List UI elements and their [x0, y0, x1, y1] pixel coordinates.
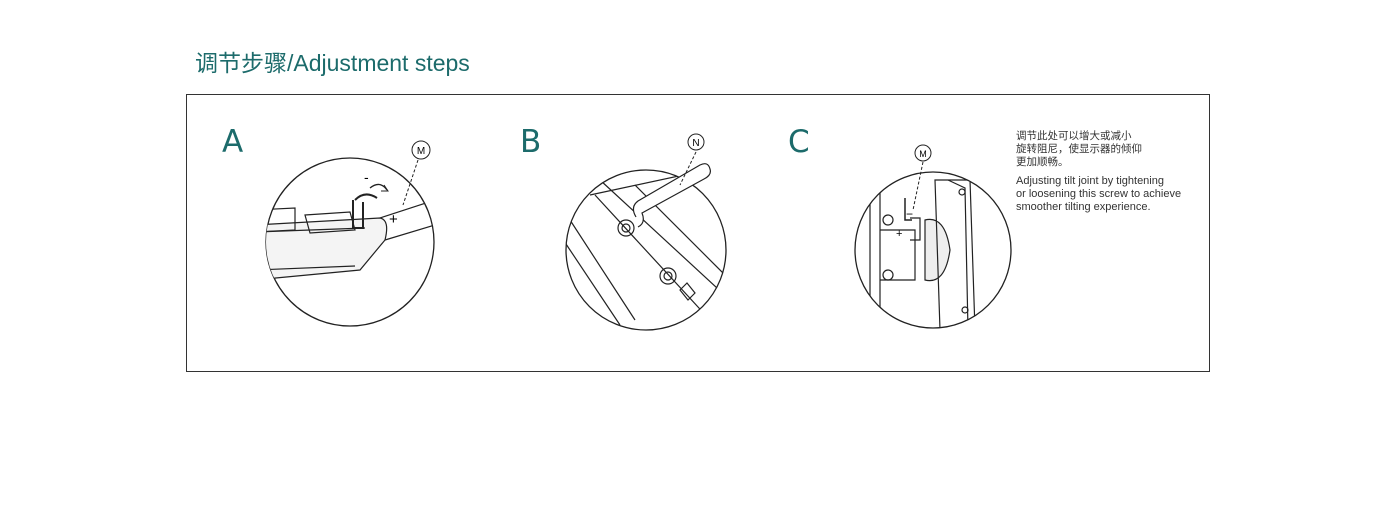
note-zh-line: 旋转阻尼，使显示器的倾仰: [1016, 143, 1142, 155]
step-c-illustration: − + M: [854, 144, 1012, 329]
step-b-label: B: [520, 124, 542, 160]
note-chinese: 调节此处可以增大或减小 旋转阻尼，使显示器的倾仰 更加顺畅。: [1016, 130, 1201, 169]
step-a-minus: -: [364, 169, 369, 185]
note-en-line: Adjusting tilt joint by tightening: [1016, 175, 1164, 187]
step-c-minus: −: [906, 207, 913, 221]
step-a-plus: +: [389, 211, 398, 228]
step-a-label: A: [222, 124, 244, 160]
step-b-illustration: N: [565, 133, 727, 331]
page-title: 调节步骤/Adjustment steps: [195, 50, 470, 76]
note-zh-line: 更加顺畅。: [1016, 156, 1069, 168]
steps-frame: [186, 94, 1210, 372]
step-b-marker: N: [692, 138, 699, 149]
step-c-marker: M: [919, 149, 927, 159]
note-zh-line: 调节此处可以增大或减小: [1016, 130, 1132, 142]
step-a-marker: M: [417, 146, 425, 157]
adjustment-note: 调节此处可以增大或减小 旋转阻尼，使显示器的倾仰 更加顺畅。 Adjusting…: [1016, 130, 1201, 214]
step-a-illustration: - + M: [265, 140, 435, 327]
note-english: Adjusting tilt joint by tightening or lo…: [1016, 175, 1201, 214]
note-en-line: or loosening this screw to achieve: [1016, 188, 1182, 200]
step-c-label: C: [788, 124, 810, 160]
note-en-line: smoother tilting experience.: [1016, 201, 1151, 213]
step-c-plus: +: [896, 228, 902, 240]
